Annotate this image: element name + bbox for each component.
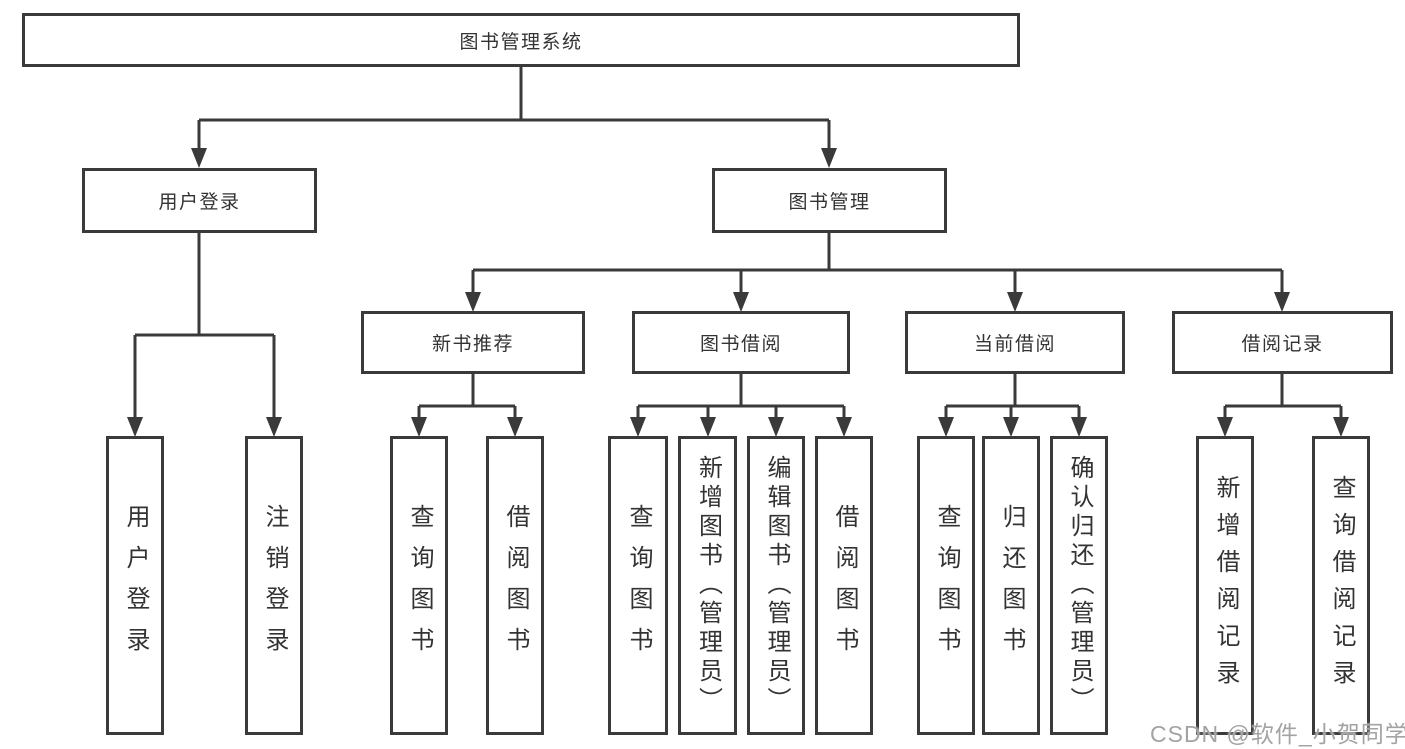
node-new-book-recommend: 新书推荐 [361, 311, 585, 374]
arrowhead-icons [127, 148, 1349, 437]
csdn-watermark: CSDN @软件_小贺同学 [1150, 721, 1405, 747]
leaf-user-login: 用户登录 [106, 436, 164, 735]
leaf-logout: 注销登录 [245, 436, 303, 735]
node-current-borrow: 当前借阅 [905, 311, 1125, 374]
leaf-borrow-books: 借阅图书 [815, 436, 873, 735]
leaf-confirm-return-admin: 确认归还（管理员） [1050, 436, 1108, 735]
leaf-borrow-books-recommend: 借阅图书 [486, 436, 544, 735]
leaf-query-books-current: 查询图书 [917, 436, 975, 735]
node-user-login: 用户登录 [82, 168, 317, 233]
tree-edges [133, 67, 1343, 419]
leaf-query-borrow-record: 查询借阅记录 [1312, 436, 1370, 735]
node-book-management: 图书管理 [712, 168, 947, 233]
node-book-borrow: 图书借阅 [632, 311, 850, 374]
leaf-query-books-borrow: 查询图书 [608, 436, 668, 735]
node-library-system: 图书管理系统 [22, 13, 1020, 67]
leaf-edit-books-admin: 编辑图书（管理员） [747, 436, 805, 735]
leaf-query-books-recommend: 查询图书 [390, 436, 448, 735]
leaf-add-books-admin: 新增图书（管理员） [678, 436, 737, 735]
node-borrow-records: 借阅记录 [1172, 311, 1393, 374]
leaf-add-borrow-record: 新增借阅记录 [1196, 436, 1254, 735]
leaf-return-books: 归还图书 [982, 436, 1040, 735]
